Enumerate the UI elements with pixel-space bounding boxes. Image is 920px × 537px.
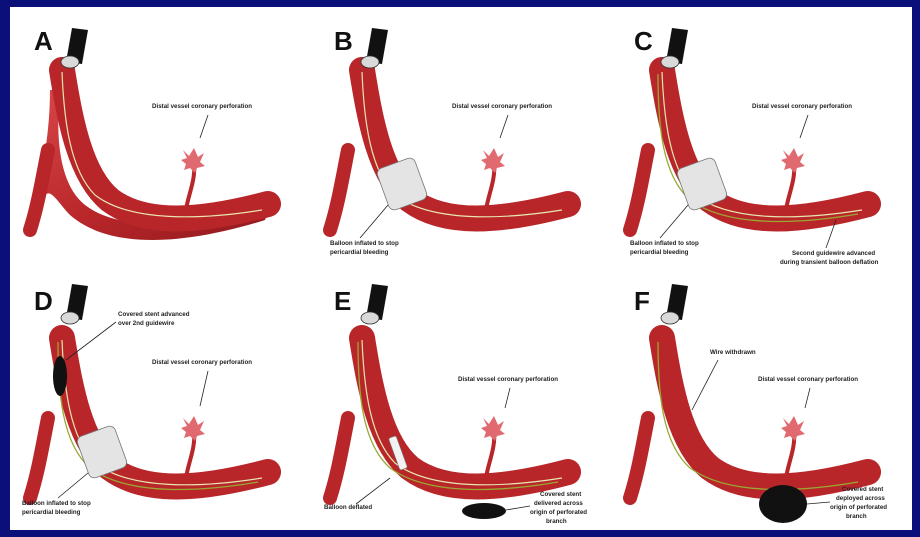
annotation-text: branch xyxy=(546,518,567,525)
perforated-branch xyxy=(781,148,805,210)
panel-letter-e: E xyxy=(334,286,351,316)
annotation-text: Wire withdrawn xyxy=(710,349,756,356)
annotation-text: Covered stent xyxy=(842,486,883,493)
catheter xyxy=(661,284,688,324)
annotation-text: Distal vessel coronary perforation xyxy=(152,103,252,110)
annotation-text: over 2nd guidewire xyxy=(118,320,175,327)
panel-a: A Distal vessel coronary perforation xyxy=(30,26,270,240)
covered-stent xyxy=(462,503,506,519)
annotation-text: Distal vessel coronary perforation xyxy=(752,103,852,110)
leader-line xyxy=(692,360,718,410)
annotation-text: branch xyxy=(846,513,867,520)
leader-line xyxy=(200,371,208,406)
catheter xyxy=(61,284,88,324)
annotation-text: Distal vessel coronary perforation xyxy=(458,376,558,383)
panel-letter-c: C xyxy=(634,26,653,56)
annotation-text: Balloon inflated to stop xyxy=(630,240,699,247)
annotation-text: Second guidewire advanced xyxy=(792,250,875,257)
annotation-text: pericardial bleeding xyxy=(630,249,689,256)
panel-letter-f: F xyxy=(634,286,650,316)
panel-letter-a: A xyxy=(34,26,53,56)
annotation-text: Distal vessel coronary perforation xyxy=(152,359,252,366)
perforated-branch xyxy=(181,416,205,478)
catheter xyxy=(361,28,388,68)
covered-stent xyxy=(53,356,67,396)
annotation-text: Balloon deflated xyxy=(324,504,372,511)
leader-line xyxy=(200,115,208,138)
annotation-text: Covered stent advanced xyxy=(118,311,190,318)
catheter xyxy=(61,28,88,68)
annotation-text: Distal vessel coronary perforation xyxy=(452,103,552,110)
panel-e: E Distal vessel coronary perforation Bal… xyxy=(324,284,587,525)
annotation-text: Balloon inflated to stop xyxy=(330,240,399,247)
leader-line xyxy=(807,502,830,504)
perforated-branch xyxy=(481,148,505,210)
annotation-text: during transient balloon deflation xyxy=(780,259,879,266)
leader-line xyxy=(506,506,530,510)
leader-line xyxy=(500,115,508,138)
annotation-text: Covered stent xyxy=(540,491,581,498)
leader-line xyxy=(58,473,88,498)
catheter xyxy=(361,284,388,324)
annotation-text: pericardial bleeding xyxy=(330,249,389,256)
leader-line xyxy=(360,205,388,238)
perforated-branch xyxy=(781,416,805,478)
vessel xyxy=(630,338,868,498)
perforated-branch xyxy=(481,416,505,478)
vessel xyxy=(330,338,568,498)
panel-b: B Distal vessel coronary perforation Bal… xyxy=(330,26,568,256)
annotation-text: deployed across xyxy=(836,495,885,502)
annotation-text: delivered across xyxy=(534,500,583,507)
panel-c: C Distal vessel coronary perforation Bal… xyxy=(630,26,879,266)
panel-letter-b: B xyxy=(334,26,353,56)
annotation-text: pericardial bleeding xyxy=(22,509,81,516)
leader-line xyxy=(800,115,808,138)
deployed-covered-stent xyxy=(759,485,807,523)
panel-d: D Covered stent advanced over 2nd guidew… xyxy=(22,284,268,516)
vessel xyxy=(330,70,568,230)
vessel xyxy=(30,70,270,240)
panel-f: F Wire withdrawn Distal vessel coronary … xyxy=(630,284,887,523)
leader-line xyxy=(805,388,810,408)
vessel xyxy=(630,70,868,230)
perforated-branch xyxy=(181,148,205,210)
catheter xyxy=(661,28,688,68)
annotation-text: origin of perforated xyxy=(830,504,887,511)
leader-line xyxy=(505,388,510,408)
annotation-text: Balloon inflated to stop xyxy=(22,500,91,507)
leader-line xyxy=(660,205,688,238)
annotation-text: Distal vessel coronary perforation xyxy=(758,376,858,383)
leader-line xyxy=(356,478,390,504)
panel-letter-d: D xyxy=(34,286,53,316)
annotation-text: origin of perforated xyxy=(530,509,587,516)
